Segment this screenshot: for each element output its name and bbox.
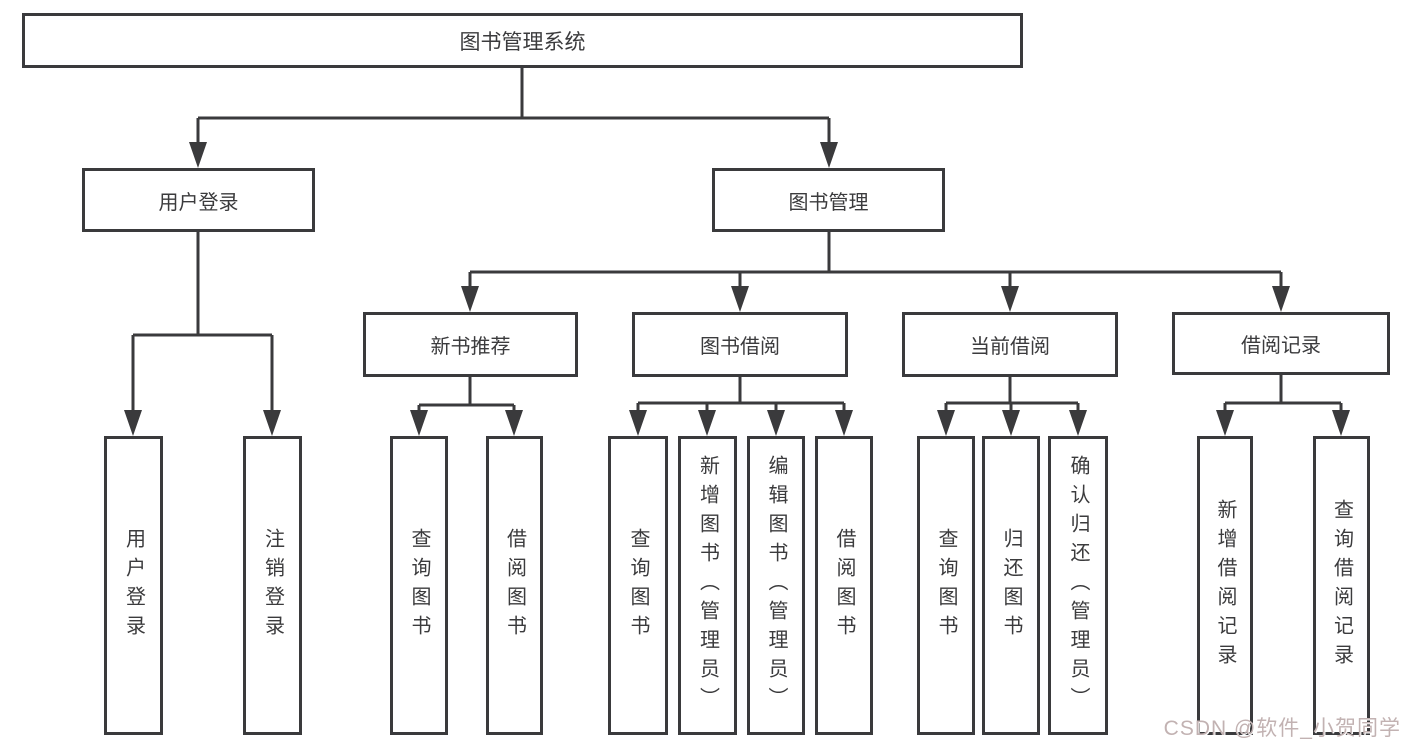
node-current-borrow: 当前借阅 xyxy=(902,312,1118,377)
node-user-login: 用户登录 xyxy=(82,168,315,232)
csdn-watermark: CSDN @软件_小贺同学 xyxy=(1163,717,1401,740)
leaf-query-books-borrow: 查询图书 xyxy=(608,436,668,735)
node-label: 新增借阅记录 xyxy=(1214,498,1236,673)
leaf-edit-books-admin: 编辑图书（管理员） xyxy=(747,436,805,735)
leaf-borrow-books-recommend: 借阅图书 xyxy=(486,436,543,735)
node-root: 图书管理系统 xyxy=(22,13,1023,68)
node-borrow-records: 借阅记录 xyxy=(1172,312,1390,375)
node-label: 查询借阅记录 xyxy=(1330,498,1353,673)
node-label: 新增图书（管理员） xyxy=(696,455,719,716)
node-label: 编辑图书（管理员） xyxy=(765,455,787,716)
leaf-user-login: 用户登录 xyxy=(104,436,163,735)
node-label: 图书管理 xyxy=(788,191,869,214)
node-label: 借阅图书 xyxy=(503,527,526,644)
leaf-query-books-current: 查询图书 xyxy=(917,436,975,735)
leaf-return-books: 归还图书 xyxy=(982,436,1040,735)
node-label: 当前借阅 xyxy=(970,336,1050,358)
leaf-query-books-recommend: 查询图书 xyxy=(390,436,448,735)
node-label: 查询图书 xyxy=(935,527,957,644)
arrowheads xyxy=(124,142,1350,436)
node-label: 图书借阅 xyxy=(700,336,780,358)
node-book-borrow: 图书借阅 xyxy=(632,312,848,377)
leaf-add-borrow-record: 新增借阅记录 xyxy=(1197,436,1253,735)
leaf-confirm-return-admin: 确认归还（管理员） xyxy=(1048,436,1108,735)
leaf-logout: 注销登录 xyxy=(243,436,302,735)
node-label: 借阅图书 xyxy=(833,527,855,644)
node-book-management: 图书管理 xyxy=(712,168,945,232)
node-label: 用户登录 xyxy=(158,191,239,214)
node-label: 查询图书 xyxy=(408,527,430,644)
leaf-query-borrow-record: 查询借阅记录 xyxy=(1313,436,1370,735)
node-label: 图书管理系统 xyxy=(459,30,586,54)
node-label: 用户登录 xyxy=(122,527,145,644)
node-label: 注销登录 xyxy=(261,527,284,644)
node-label: 借阅记录 xyxy=(1241,335,1321,357)
leaf-borrow-books: 借阅图书 xyxy=(815,436,873,735)
node-label: 确认归还（管理员） xyxy=(1067,455,1089,716)
node-label: 新书推荐 xyxy=(430,336,511,358)
leaf-add-books-admin: 新增图书（管理员） xyxy=(678,436,737,735)
node-label: 归还图书 xyxy=(1000,527,1022,644)
node-new-book-recommend: 新书推荐 xyxy=(363,312,578,377)
node-label: 查询图书 xyxy=(627,527,649,644)
